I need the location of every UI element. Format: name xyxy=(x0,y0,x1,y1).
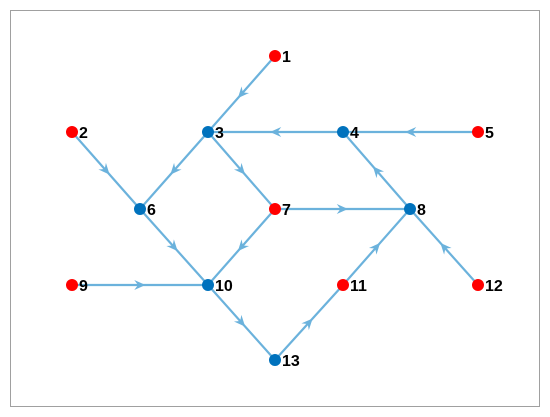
edge-arrowhead xyxy=(166,239,178,252)
node-label-2: 2 xyxy=(79,125,88,142)
edge-6-10 xyxy=(138,207,210,287)
edge-3-6 xyxy=(138,130,210,211)
node-12-source xyxy=(472,279,484,291)
edge-arrowhead xyxy=(440,242,452,255)
edge-arrowhead xyxy=(134,280,146,290)
edge-arrowhead xyxy=(233,162,246,175)
edge-7-10 xyxy=(206,207,277,287)
edge-8-4 xyxy=(341,130,412,211)
node-11-source xyxy=(337,279,349,291)
node-label-9: 9 xyxy=(79,278,88,295)
node-label-3: 3 xyxy=(215,125,224,142)
edge-11-8 xyxy=(341,207,412,287)
nodes-layer xyxy=(66,50,484,366)
edge-arrowhead xyxy=(336,204,348,214)
edge-arrowhead xyxy=(233,314,246,327)
edge-2-6 xyxy=(70,130,142,211)
node-9-source xyxy=(66,279,78,291)
edge-arrowhead xyxy=(270,127,282,137)
node-label-8: 8 xyxy=(417,202,426,219)
edge-13-11 xyxy=(273,283,345,362)
edge-arrowhead xyxy=(237,86,250,99)
node-label-4: 4 xyxy=(350,125,359,142)
node-7-source xyxy=(269,203,281,215)
node-label-10: 10 xyxy=(215,278,233,295)
edge-9-10 xyxy=(70,280,210,290)
edge-arrowhead xyxy=(368,242,381,255)
edge-5-4 xyxy=(341,127,480,137)
node-label-12: 12 xyxy=(485,278,503,295)
node-label-7: 7 xyxy=(282,202,291,219)
node-label-5: 5 xyxy=(485,125,494,142)
edge-10-13 xyxy=(206,283,277,362)
node-label-13: 13 xyxy=(282,353,300,370)
edge-arrowhead xyxy=(98,162,110,175)
node-2-source xyxy=(66,126,78,138)
node-label-6: 6 xyxy=(147,202,156,219)
edge-arrowhead xyxy=(372,166,385,179)
edge-4-3 xyxy=(206,127,345,137)
edge-7-8 xyxy=(273,204,412,214)
node-label-1: 1 xyxy=(282,49,291,66)
edges-layer xyxy=(70,54,480,362)
node-8-internal xyxy=(404,203,416,215)
node-6-internal xyxy=(134,203,146,215)
node-3-internal xyxy=(202,126,214,138)
edge-arrowhead xyxy=(237,239,250,252)
node-10-internal xyxy=(202,279,214,291)
node-label-11: 11 xyxy=(350,278,367,295)
edge-arrowhead xyxy=(170,162,182,175)
edge-arrowhead xyxy=(301,318,313,331)
node-13-internal xyxy=(269,354,281,366)
node-5-source xyxy=(472,126,484,138)
node-1-source xyxy=(269,50,281,62)
node-4-internal xyxy=(337,126,349,138)
edge-arrowhead xyxy=(405,127,417,137)
edge-3-7 xyxy=(206,130,277,211)
edge-1-3 xyxy=(206,54,277,134)
edge-12-8 xyxy=(408,207,480,287)
